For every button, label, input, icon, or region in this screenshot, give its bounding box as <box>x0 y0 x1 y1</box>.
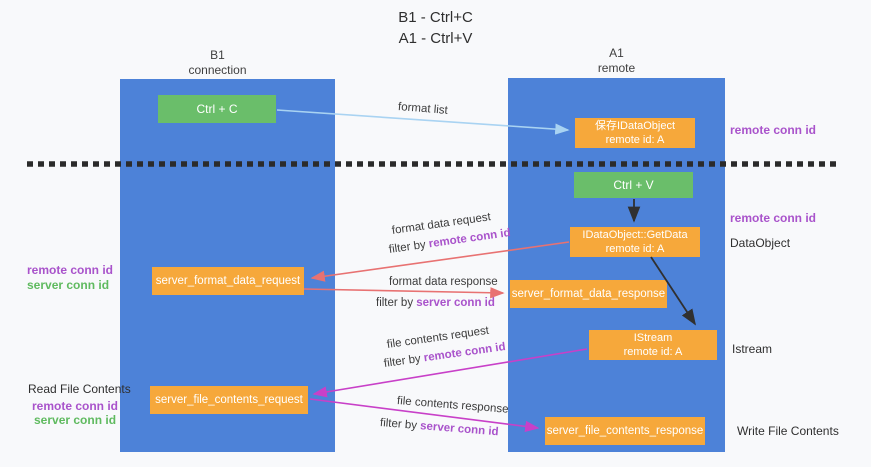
istream-box: IStream remote id: A <box>589 330 717 360</box>
format-data-response-label: format data response <box>389 276 498 288</box>
getdata-line1: IDataObject::GetData <box>582 229 688 241</box>
getdata-box: IDataObject::GetData remote id: A <box>570 227 700 257</box>
left-bottom-remote-conn-id: remote conn id <box>32 399 119 413</box>
filter-by-text-3: filter by <box>383 352 425 370</box>
filter-by-text-2: filter by <box>376 297 417 309</box>
save-dataobject-line2: remote id: A <box>605 134 665 146</box>
column-header-b1: B1 connection <box>150 48 285 78</box>
dataobject-side-label: DataObject <box>730 236 791 250</box>
title-line-2: A1 - Ctrl+V <box>398 30 473 47</box>
left-mid-server-conn-id: server conn id <box>27 278 110 292</box>
getdata-line2: remote id: A <box>605 243 665 255</box>
filter-server-2-label: filter by server conn id <box>380 417 499 438</box>
istream-line1: IStream <box>633 332 673 344</box>
file-contents-response-label: file contents response <box>396 395 510 416</box>
server-file-contents-request-label: server_file_contents_request <box>155 394 303 406</box>
remote-conn-id-text-2: remote conn id <box>423 340 507 365</box>
server-file-contents-request-box: server_file_contents_request <box>150 386 308 414</box>
column-header-a1: A1 remote <box>549 46 684 76</box>
filter-by-text-1: filter by <box>388 238 430 256</box>
server-conn-id-text-1: server conn id <box>416 297 495 309</box>
server-format-data-request-label: server_format_data_request <box>155 275 301 287</box>
server-format-data-response-box: server_format_data_response <box>510 280 667 308</box>
format-list-label: format list <box>397 101 449 117</box>
save-dataobject-box: 保存IDataObject remote id: A <box>575 118 695 148</box>
server-format-data-request-box: server_format_data_request <box>152 267 304 295</box>
column-b1-subtitle: connection <box>188 63 247 77</box>
column-b1-title: B1 <box>210 48 225 62</box>
right-mid-remote-conn-id: remote conn id <box>730 211 817 225</box>
column-a1-title: A1 <box>609 46 624 60</box>
read-file-contents-label: Read File Contents <box>28 382 131 396</box>
filter-by-text-4: filter by <box>379 417 421 433</box>
save-dataobject-line1: 保存IDataObject <box>594 120 676 132</box>
diagram-title: B1 - Ctrl+C A1 - Ctrl+V <box>0 7 871 49</box>
title-line-1: B1 - Ctrl+C <box>398 9 473 26</box>
ctrl-v-box: Ctrl + V <box>574 172 693 198</box>
left-mid-remote-conn-id: remote conn id <box>27 263 114 277</box>
istream-line2: remote id: A <box>623 346 683 358</box>
write-file-contents-label: Write File Contents <box>737 424 839 438</box>
server-conn-id-text-2: server conn id <box>419 420 499 439</box>
right-top-remote-conn-id: remote conn id <box>730 123 817 137</box>
ctrl-c-label: Ctrl + C <box>196 102 238 116</box>
server-file-contents-response-box: server_file_contents_response <box>545 417 705 445</box>
server-format-data-response-label: server_format_data_response <box>511 288 666 300</box>
left-bottom-server-conn-id: server conn id <box>34 413 117 427</box>
server-file-contents-response-label: server_file_contents_response <box>546 425 704 437</box>
ctrl-v-label: Ctrl + V <box>613 178 654 192</box>
ctrl-c-box: Ctrl + C <box>158 95 276 123</box>
filter-server-1-label: filter by server conn id <box>376 297 495 309</box>
column-a1-subtitle: remote <box>597 61 636 75</box>
istream-side-label: Istream <box>732 342 773 356</box>
remote-conn-id-text-1: remote conn id <box>428 226 512 251</box>
